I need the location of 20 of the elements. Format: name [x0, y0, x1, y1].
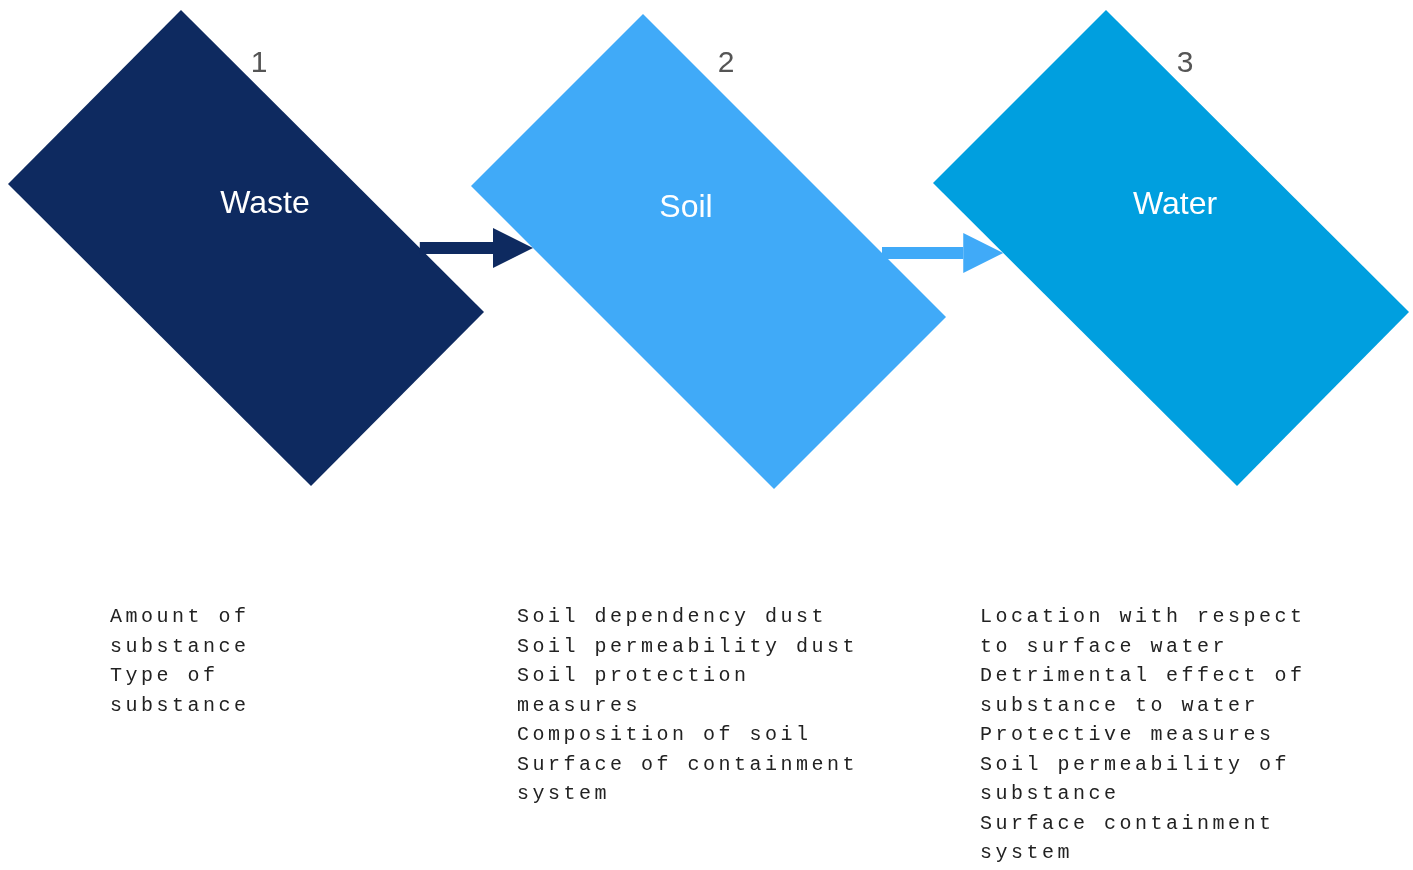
- criteria-text: Type of substance: [110, 663, 251, 719]
- criteria-text: Soil dependency dust: [517, 604, 829, 630]
- criteria-text: Surface of containment system: [517, 751, 860, 807]
- node-title: Waste: [220, 183, 310, 221]
- arrow: [882, 233, 1004, 273]
- criteria-text: Soil permeability dust: [517, 633, 860, 660]
- step-number: 3: [1176, 45, 1194, 79]
- criteria-text: Composition of soil: [517, 722, 813, 748]
- criteria-text: Surface containment system: [980, 810, 1276, 866]
- criteria-text: Soil permeability of substance: [980, 751, 1292, 807]
- arrow: [419, 228, 533, 268]
- node-title: Water: [1132, 184, 1218, 222]
- criteria-text: Location with respect to surface water: [980, 604, 1307, 660]
- step-number: 1: [250, 45, 268, 79]
- criteria-text: Detrimental effect of substance to water: [980, 663, 1307, 719]
- criteria-text: Protective measures: [980, 722, 1276, 748]
- criteria-text: Soil protection measures: [517, 663, 751, 719]
- criteria-text: Amount of substance: [110, 604, 251, 660]
- step-number: 2: [717, 45, 735, 79]
- node-title: Soil: [659, 187, 713, 225]
